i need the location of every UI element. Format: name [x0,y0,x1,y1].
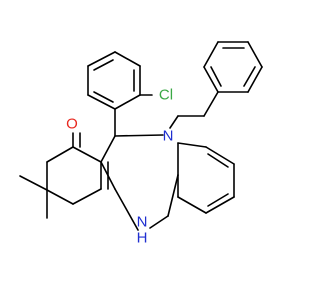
bond-methyl [19,175,48,191]
bond [93,59,114,71]
bond [72,188,102,205]
bond [114,134,164,137]
bond [177,196,207,214]
bond [203,66,219,93]
nitrogen-benzyl-atom-label: N [163,128,174,145]
bond [114,188,139,231]
oxygen-atom-label: O [66,116,78,133]
diazepine-ring [100,134,179,231]
bond [205,196,235,214]
benzyl-group [169,41,263,129]
bond [114,94,141,110]
bond [167,174,179,217]
bond [210,66,222,87]
bond [93,91,114,103]
bond [100,135,116,163]
nitrogen-amine-atom-label: N [137,214,148,231]
bond [247,66,263,93]
bond [247,41,263,68]
bond [46,146,74,163]
bond [203,91,219,117]
bond [114,51,141,67]
bond [177,142,207,148]
chlorophenyl-ring [87,51,141,110]
chlorine-atom-label: Cl [159,87,173,104]
bond [87,51,116,67]
bond [243,66,256,87]
bond [207,153,229,168]
molecule-structure-diagram: Cl O N N H [19,41,263,247]
bond [203,41,219,68]
bond [87,94,116,110]
bond [207,193,229,207]
amine-hydrogen-atom-label: H [137,230,148,247]
benzo-ring [177,142,235,214]
cyclohexenone-ring [46,146,109,205]
bond [169,115,179,129]
bond [205,146,235,165]
bond [149,215,169,229]
bond [46,189,74,205]
bond [72,146,102,163]
